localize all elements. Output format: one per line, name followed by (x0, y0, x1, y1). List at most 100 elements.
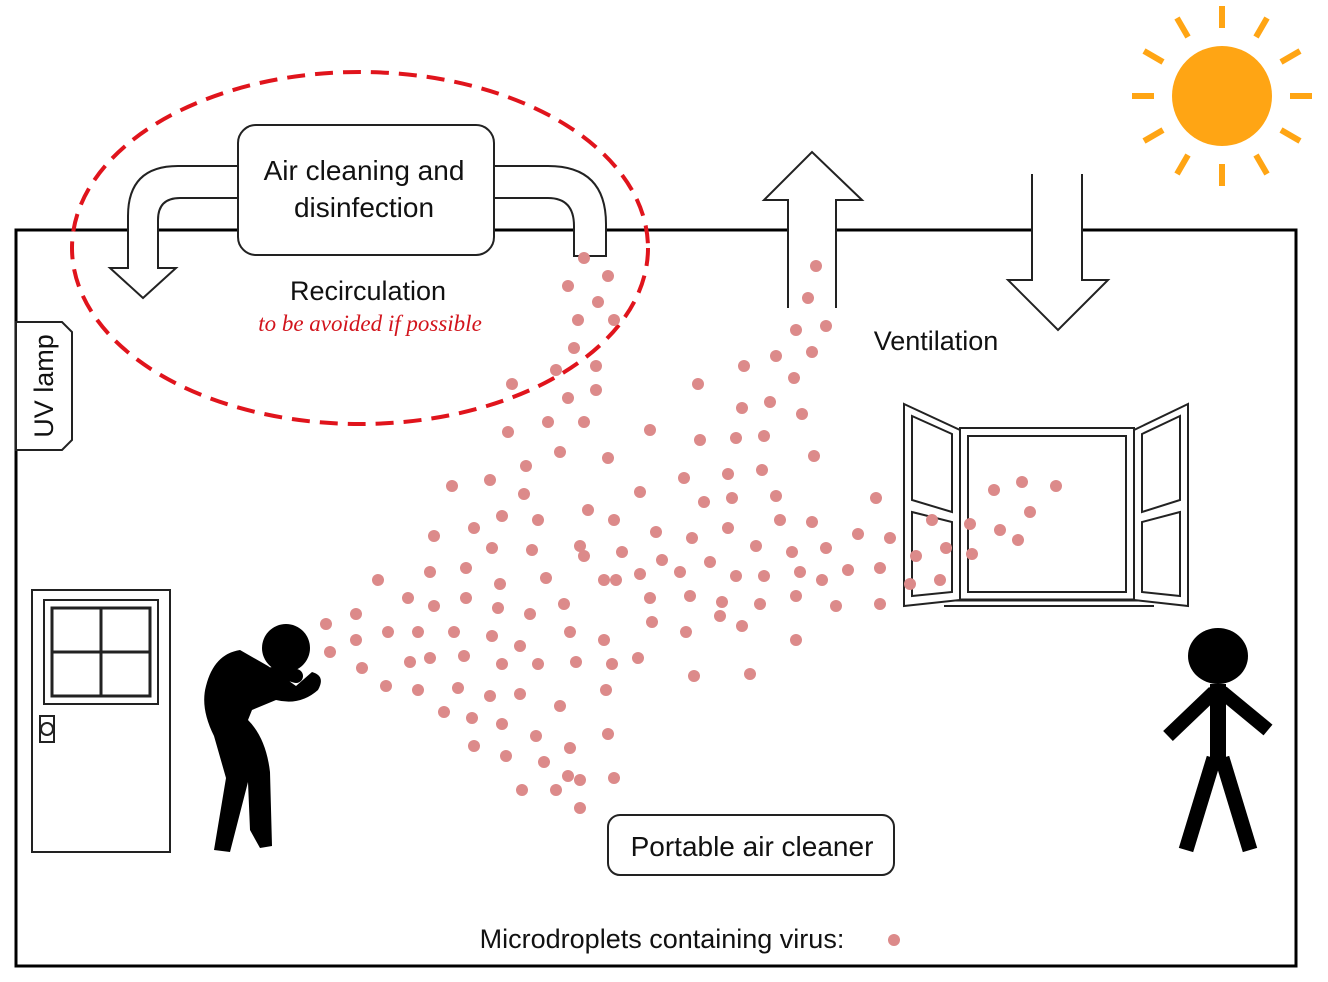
virus-droplet (810, 260, 822, 272)
virus-droplet (518, 488, 530, 500)
virus-droplet (806, 346, 818, 358)
virus-droplet (808, 450, 820, 462)
virus-droplet (806, 516, 818, 528)
virus-droplet (870, 492, 882, 504)
door-icon (31, 589, 171, 853)
virus-droplet (582, 504, 594, 516)
virus-droplet (486, 630, 498, 642)
virus-droplet (842, 564, 854, 576)
virus-droplet (568, 342, 580, 354)
virus-droplet (680, 626, 692, 638)
virus-droplet (634, 568, 646, 580)
virus-droplet (564, 742, 576, 754)
virus-droplet (574, 540, 586, 552)
virus-droplet (608, 314, 620, 326)
virus-droplet (484, 474, 496, 486)
down-arrow-icon (1005, 174, 1111, 332)
virus-droplet (994, 524, 1006, 536)
virus-droplet (988, 484, 1000, 496)
virus-droplet (578, 252, 590, 264)
recirculation-note: to be avoided if possible (258, 311, 482, 336)
virus-droplet (758, 570, 770, 582)
virus-droplet (424, 566, 436, 578)
virus-droplet (492, 602, 504, 614)
virus-droplet (904, 578, 916, 590)
virus-droplet (646, 616, 658, 628)
virus-droplet (516, 784, 528, 796)
virus-droplet (486, 542, 498, 554)
virus-droplet (602, 728, 614, 740)
droplet-cloud (320, 252, 1062, 814)
virus-droplet (722, 468, 734, 480)
ventilation-label: Ventilation (874, 326, 999, 356)
virus-droplet (452, 682, 464, 694)
virus-droplet (428, 530, 440, 542)
virus-droplet (514, 640, 526, 652)
virus-droplet (524, 608, 536, 620)
window-icon (903, 402, 1189, 608)
virus-droplet (380, 680, 392, 692)
up-arrow-icon (761, 150, 865, 308)
virus-droplet (678, 472, 690, 484)
virus-droplet (570, 656, 582, 668)
virus-droplet (602, 452, 614, 464)
portable-air-cleaner-label: Portable air cleaner (631, 831, 874, 862)
virus-droplet (644, 424, 656, 436)
virus-droplet (494, 578, 506, 590)
virus-droplet (688, 670, 700, 682)
virus-droplet (632, 652, 644, 664)
virus-droplet (446, 480, 458, 492)
virus-droplet (574, 802, 586, 814)
virus-droplet (790, 634, 802, 646)
virus-droplet (716, 596, 728, 608)
virus-droplet (598, 574, 610, 586)
recirculation-arrow-icon (107, 165, 607, 300)
virus-droplet (324, 646, 336, 658)
virus-droplet (820, 320, 832, 332)
virus-droplet (606, 658, 618, 670)
virus-droplet (412, 684, 424, 696)
virus-droplet (802, 292, 814, 304)
virus-droplet (764, 396, 776, 408)
uv-lamp-label: UV lamp (29, 334, 59, 438)
virus-droplet (530, 730, 542, 742)
virus-droplet (538, 756, 550, 768)
coughing-person-icon (204, 624, 321, 852)
virus-droplet (484, 690, 496, 702)
virus-droplet (926, 514, 938, 526)
virus-droplet (816, 574, 828, 586)
air-cleaning-label-2: disinfection (294, 192, 434, 223)
virus-droplet (874, 598, 886, 610)
virus-droplet (730, 432, 742, 444)
virus-droplet (694, 434, 706, 446)
portable-air-cleaner-box (607, 814, 895, 876)
room-outline (14, 228, 1298, 968)
virus-droplet (554, 700, 566, 712)
virus-droplet (598, 634, 610, 646)
virus-droplet (550, 364, 562, 376)
virus-droplet (602, 270, 614, 282)
virus-droplet (496, 718, 508, 730)
virus-droplet (382, 626, 394, 638)
virus-droplet (428, 600, 440, 612)
virus-droplet (738, 360, 750, 372)
virus-droplet (910, 550, 922, 562)
virus-droplet (350, 634, 362, 646)
virus-droplet (502, 426, 514, 438)
virus-droplet (1050, 480, 1062, 492)
recirculation-label: Recirculation (290, 276, 446, 306)
virus-droplet (796, 408, 808, 420)
virus-droplet (500, 750, 512, 762)
virus-droplet (320, 618, 332, 630)
virus-droplet (564, 626, 576, 638)
recirculation-dashed-ellipse (70, 70, 650, 426)
standing-person-icon (1163, 628, 1273, 853)
virus-droplet (704, 556, 716, 568)
virus-droplet (412, 626, 424, 638)
legend-label: Microdroplets containing virus: (480, 924, 845, 954)
virus-droplet (934, 574, 946, 586)
virus-droplet (592, 296, 604, 308)
virus-droplet (1016, 476, 1028, 488)
air-cleaning-box (237, 124, 495, 256)
virus-droplet (578, 550, 590, 562)
